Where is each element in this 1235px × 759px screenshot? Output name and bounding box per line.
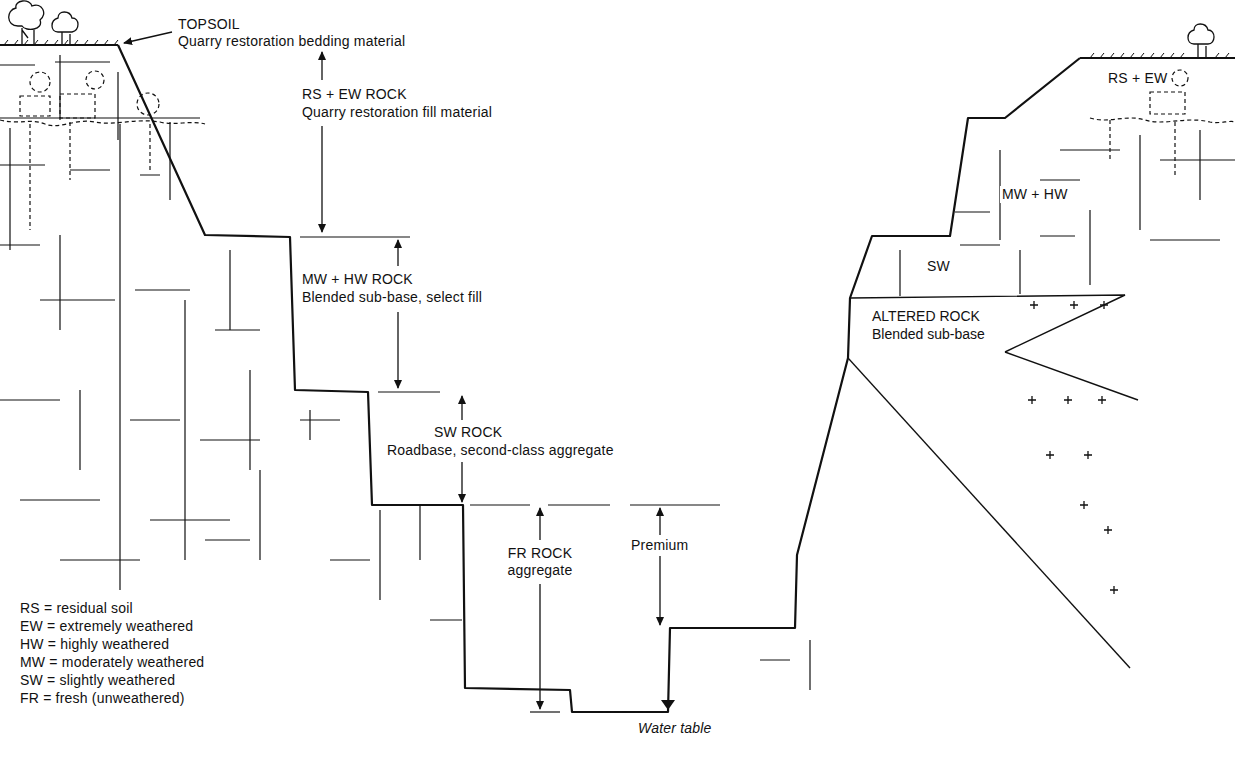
abbreviation-key: MW = moderately weathered xyxy=(18,654,206,671)
zone-outline xyxy=(848,290,1148,675)
abbreviation-key: FR = fresh (unweathered) xyxy=(18,690,187,707)
water-table-label: Water table xyxy=(636,720,714,737)
layer-name: SW xyxy=(925,258,952,275)
layer-use: Roadbase, second-class aggregate xyxy=(385,442,616,459)
layer-name: FR ROCK aggregate xyxy=(502,545,578,579)
abbreviation-key: RS = residual soil xyxy=(18,600,135,617)
zone-label: Premium xyxy=(629,537,690,554)
layer-name: MW + HW xyxy=(1000,186,1070,203)
zone-use: Blended sub-base xyxy=(870,326,987,343)
layer-name: RS + EW ROCK xyxy=(300,86,409,103)
zone-name: ALTERED ROCK xyxy=(870,308,982,325)
abbreviation-key: EW = extremely weathered xyxy=(18,618,195,635)
layer-use: Blended sub-base, select fill xyxy=(300,289,484,306)
layer-name: RS + EW xyxy=(1106,70,1169,87)
altered-rock-zone: ALTERED ROCKBlended sub-base xyxy=(848,290,1148,675)
layer-use: Quarry restoration bedding material xyxy=(176,33,407,50)
layer-use: Quarry restoration fill material xyxy=(300,104,494,121)
layer-name: MW + HW ROCK xyxy=(300,271,415,288)
layer-name: SW ROCK xyxy=(432,424,504,441)
abbreviation-key: SW = slightly weathered xyxy=(18,672,177,689)
abbreviation-key: HW = highly weathered xyxy=(18,636,171,653)
layer-name: TOPSOIL xyxy=(176,16,242,33)
